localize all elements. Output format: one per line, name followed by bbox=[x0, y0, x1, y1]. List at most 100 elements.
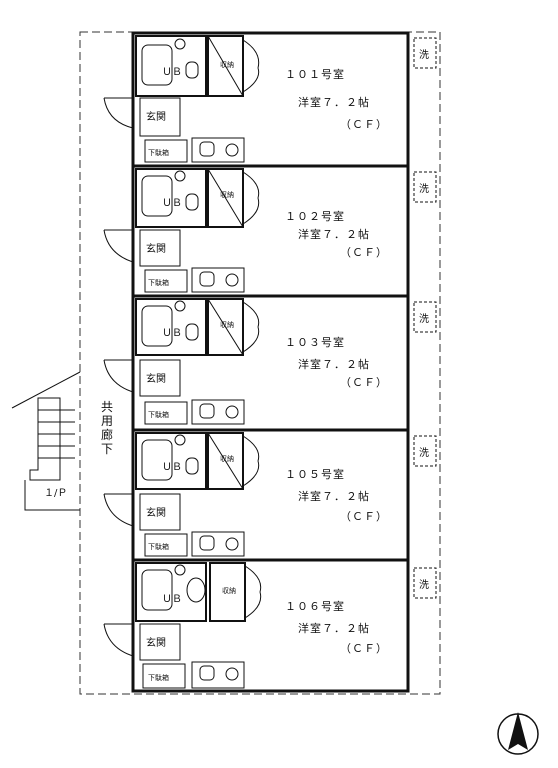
sink bbox=[174, 38, 186, 50]
bathtub bbox=[141, 569, 173, 611]
entrance-label: 玄関 bbox=[146, 638, 166, 649]
washer-label: 洗 bbox=[419, 314, 429, 325]
kitchen-sink bbox=[199, 403, 215, 419]
north-arrow-icon bbox=[497, 712, 539, 755]
unit-105-cf: （ＣＦ） bbox=[340, 510, 388, 523]
ub-label: ＵＢ bbox=[162, 328, 182, 339]
shoe-box bbox=[144, 139, 188, 163]
ub-label: ＵＢ bbox=[162, 198, 182, 209]
unit-102-name: １０２号室 bbox=[285, 210, 345, 223]
bathroom bbox=[135, 562, 207, 622]
entrance-label: 玄関 bbox=[146, 374, 166, 385]
unit-102-type: 洋室７．２帖 bbox=[298, 228, 370, 241]
unit-101-name: １０１号室 bbox=[285, 68, 345, 81]
storage-diagonal bbox=[207, 432, 244, 490]
entry-door-swing bbox=[103, 493, 134, 527]
unit-103-cf: （ＣＦ） bbox=[340, 376, 388, 389]
bathroom bbox=[135, 35, 207, 97]
entry-door-swing bbox=[103, 97, 134, 129]
closet-door-swing bbox=[242, 435, 260, 487]
stairs bbox=[11, 371, 81, 511]
shoe-box bbox=[144, 269, 188, 293]
ub-label: ＵＢ bbox=[162, 594, 182, 605]
shoe-box bbox=[144, 533, 188, 557]
washer-space bbox=[413, 171, 437, 203]
unit-101 bbox=[103, 35, 437, 163]
washer-space bbox=[413, 37, 437, 69]
storage-label: 収納 bbox=[222, 587, 236, 595]
stove-burner bbox=[225, 143, 239, 157]
kitchen-sink bbox=[199, 271, 215, 287]
sink bbox=[174, 564, 186, 576]
entrance-box bbox=[139, 229, 181, 267]
stove-burner bbox=[225, 273, 239, 287]
unit-106 bbox=[103, 562, 437, 689]
unit-106-cf: （ＣＦ） bbox=[340, 642, 388, 655]
entry-door-swing bbox=[103, 623, 134, 657]
ub-label: ＵＢ bbox=[162, 462, 182, 473]
kitchen-sink bbox=[199, 665, 215, 681]
toilet bbox=[185, 193, 199, 211]
unit-101-type: 洋室７．２帖 bbox=[298, 96, 370, 109]
shoe-box-label: 下駄箱 bbox=[148, 149, 169, 157]
closet-door-swing bbox=[244, 565, 262, 619]
shoe-box-label: 下駄箱 bbox=[148, 411, 169, 419]
storage-closet bbox=[207, 35, 244, 97]
shoe-box bbox=[144, 401, 188, 425]
kitchen-sink bbox=[199, 535, 215, 551]
kitchen-counter bbox=[191, 137, 245, 163]
washer-label: 洗 bbox=[419, 448, 429, 459]
corridor-label: 共 用 廊 下 bbox=[100, 400, 113, 456]
washer-label: 洗 bbox=[419, 184, 429, 195]
storage-diagonal bbox=[207, 298, 244, 356]
storage-label: 収納 bbox=[220, 455, 234, 463]
washer-space bbox=[413, 301, 437, 333]
unit-102 bbox=[103, 168, 437, 293]
unit-102-cf: （ＣＦ） bbox=[340, 246, 388, 259]
stair-landing bbox=[24, 480, 80, 511]
closet-door-swing bbox=[242, 301, 260, 353]
closet-door-swing bbox=[242, 171, 260, 225]
toilet bbox=[186, 577, 206, 603]
closet-door-swing bbox=[242, 39, 260, 93]
toilet bbox=[185, 457, 199, 475]
entrance-box bbox=[139, 623, 181, 661]
storage-label: 収納 bbox=[220, 61, 234, 69]
kitchen-counter bbox=[191, 661, 245, 689]
bathtub bbox=[141, 44, 173, 86]
kitchen-counter bbox=[191, 267, 245, 293]
unit-105-type: 洋室７．２帖 bbox=[298, 490, 370, 503]
unit-103-name: １０３号室 bbox=[285, 336, 345, 349]
kitchen-sink bbox=[199, 141, 215, 157]
shoe-box bbox=[142, 663, 186, 689]
bathroom bbox=[135, 168, 207, 228]
entrance-box bbox=[139, 493, 181, 531]
toilet bbox=[185, 323, 199, 341]
ub-label: ＵＢ bbox=[162, 67, 182, 78]
stove-burner bbox=[225, 537, 239, 551]
unit-103 bbox=[103, 298, 437, 425]
entrance-label: 玄関 bbox=[146, 244, 166, 255]
bathroom bbox=[135, 298, 207, 356]
bathroom bbox=[135, 432, 207, 490]
kitchen-counter bbox=[191, 399, 245, 425]
unit-105 bbox=[103, 432, 437, 557]
entrance-box bbox=[139, 97, 181, 137]
storage-closet bbox=[209, 562, 246, 622]
toilet bbox=[185, 61, 199, 79]
sink bbox=[174, 434, 186, 446]
washer-space bbox=[413, 435, 437, 467]
entry-door-swing bbox=[103, 229, 134, 263]
entrance-box bbox=[139, 359, 181, 397]
storage-label: 収納 bbox=[220, 321, 234, 329]
storage-diagonal bbox=[207, 35, 244, 97]
entry-door-swing bbox=[103, 359, 134, 393]
stairs-outline bbox=[29, 397, 61, 481]
unit-106-type: 洋室７．２帖 bbox=[298, 622, 370, 635]
bathtub bbox=[141, 305, 173, 347]
units-outline bbox=[131, 31, 410, 693]
sink bbox=[174, 300, 186, 312]
unit-106-name: １０６号室 bbox=[285, 600, 345, 613]
storage-closet bbox=[207, 168, 244, 228]
